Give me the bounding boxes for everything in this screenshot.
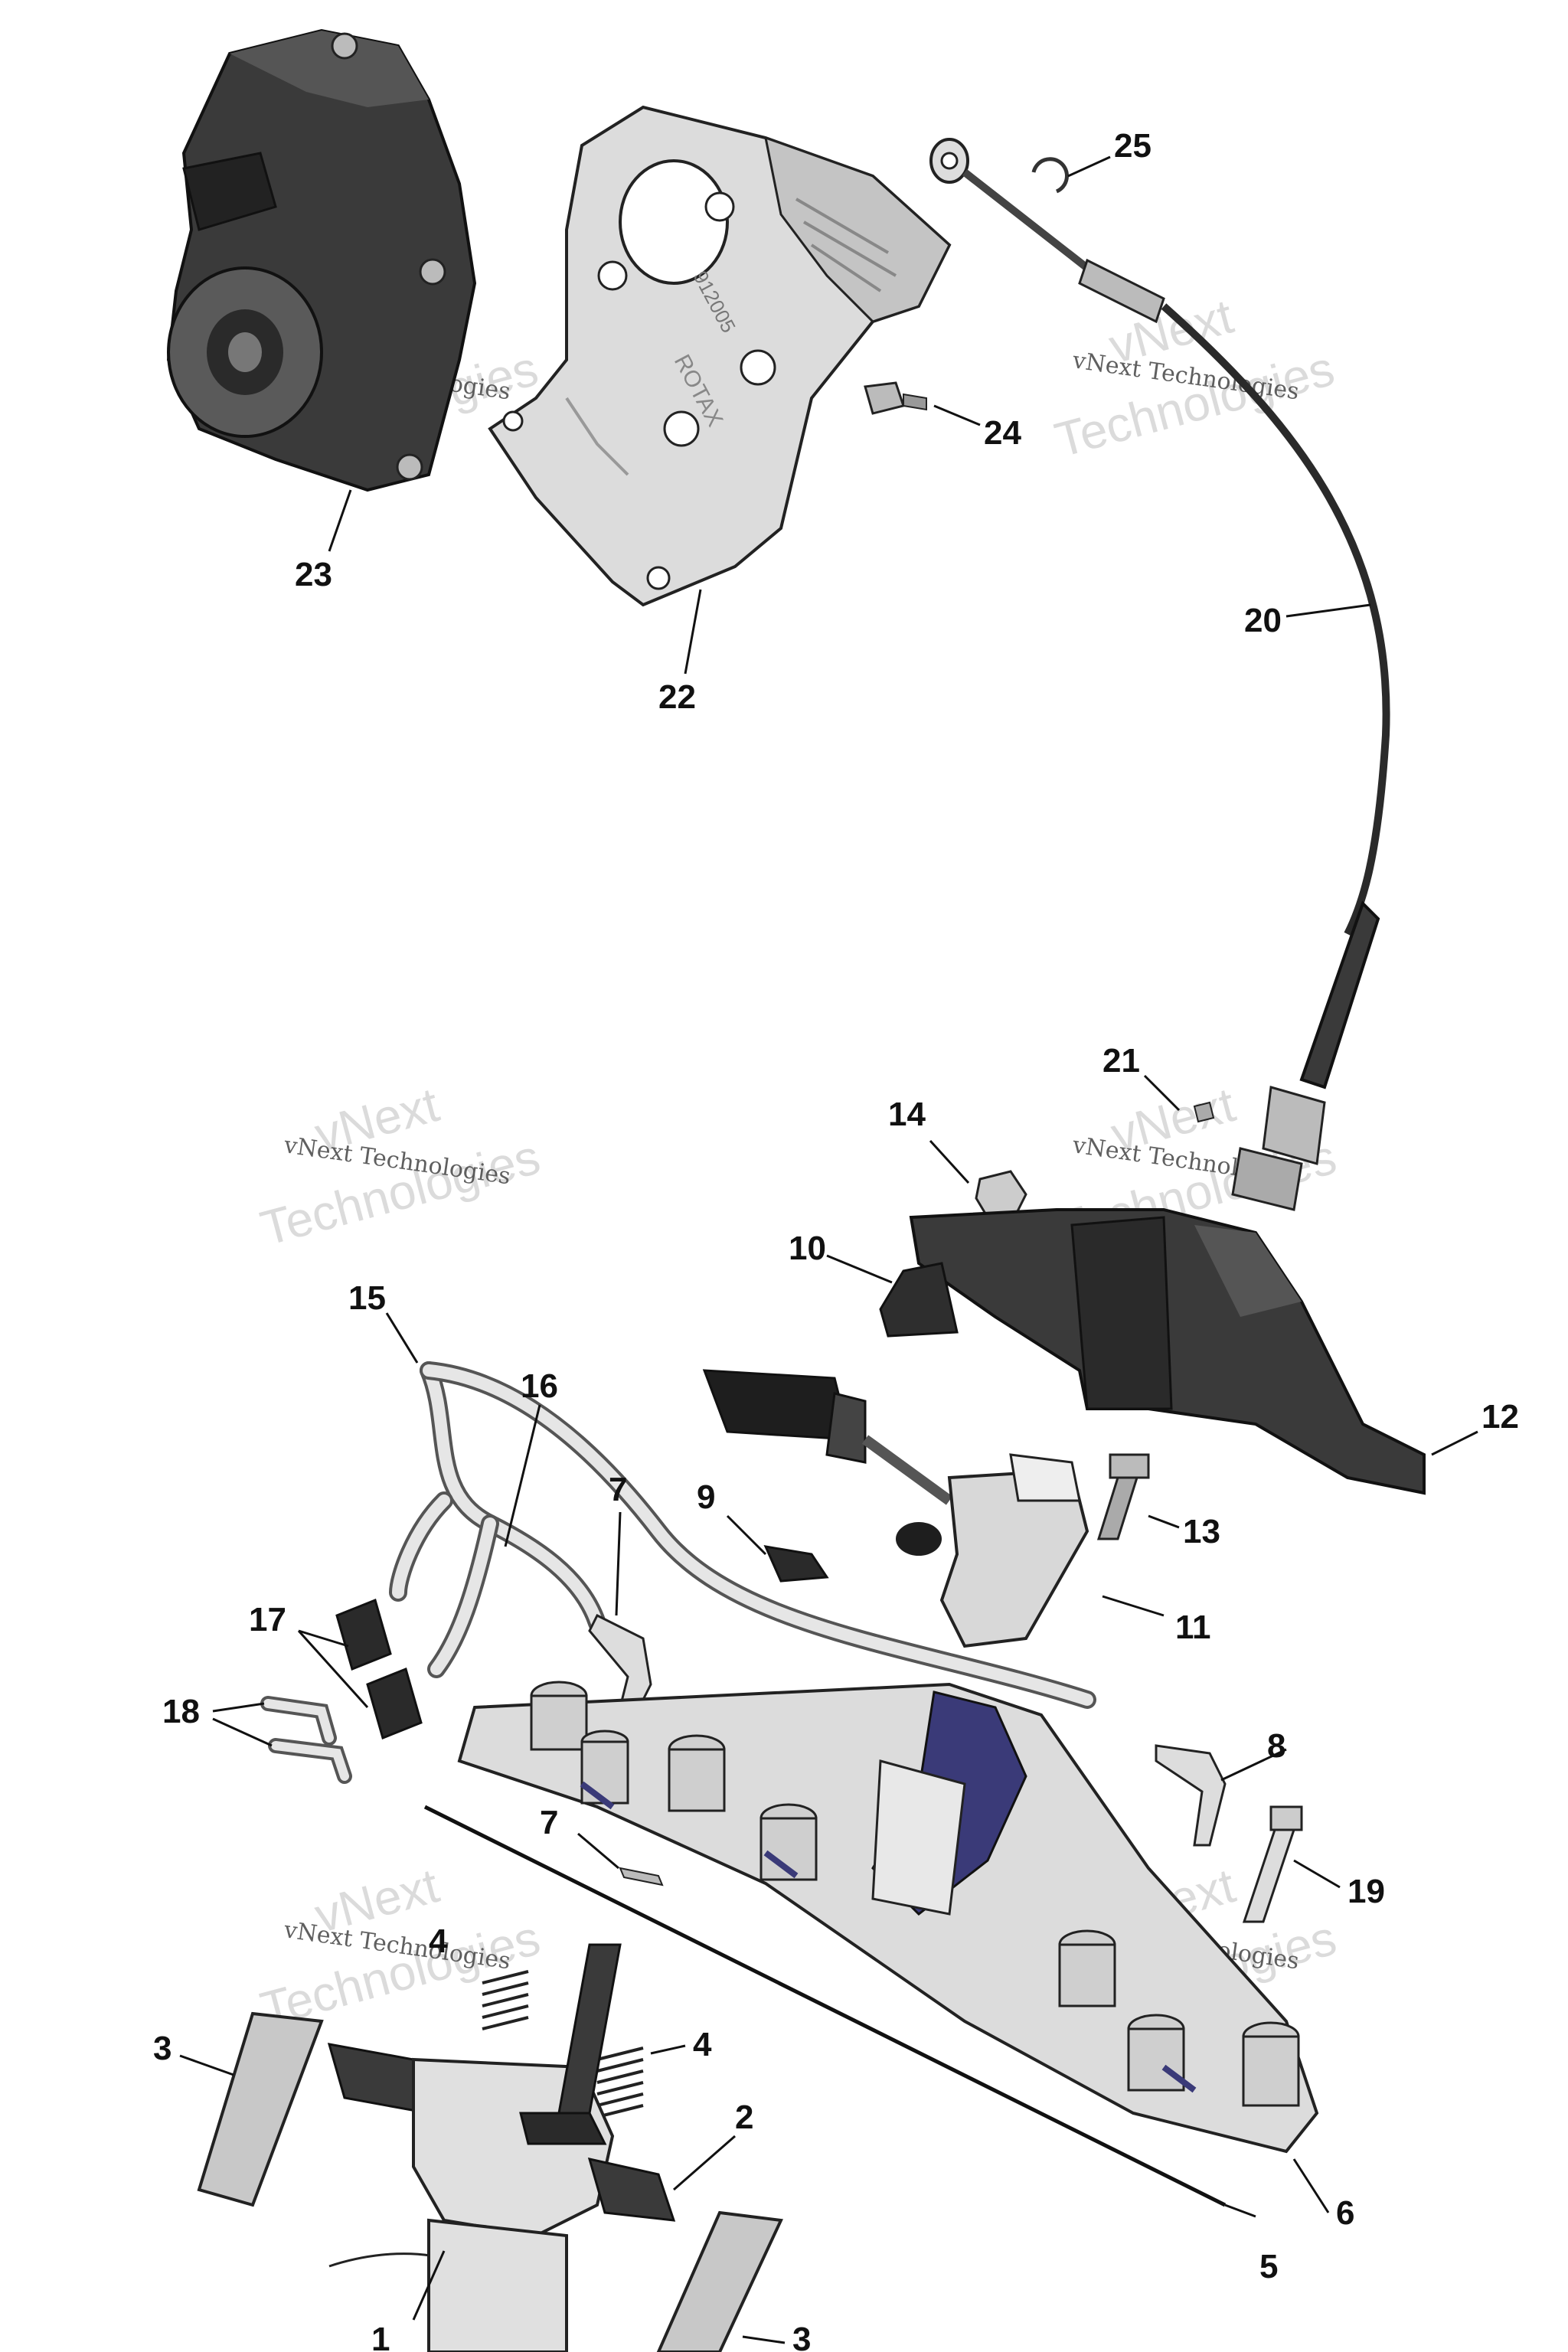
part-21-bolt — [1193, 1101, 1215, 1123]
part-24-screw — [864, 381, 927, 415]
callout-20: 20 — [1244, 602, 1282, 639]
callout-7-upper: 7 — [609, 1471, 627, 1508]
callout-7-right: 8 — [1267, 1727, 1285, 1765]
callout-3-lower: 3 — [792, 2321, 811, 2352]
part-7-fitting-right — [1155, 1744, 1227, 1847]
callout-21: 21 — [1102, 1042, 1140, 1080]
callout-11: 10 — [789, 1230, 826, 1267]
part-10-bolt — [1242, 1805, 1303, 1923]
callout-10: 19 — [1348, 1873, 1385, 1910]
callout-2: 2 — [735, 2099, 753, 2136]
callout-8: 7 — [540, 1804, 558, 1841]
leader-lines — [179, 155, 1478, 2344]
part-19-elbows — [260, 1696, 352, 1784]
callout-16: 15 — [348, 1279, 386, 1317]
part-5-gasket — [423, 1805, 1227, 2207]
callout-4-upper: 4 — [429, 1922, 448, 1960]
part-23-actuator-motor — [166, 28, 477, 492]
part-9-pad — [763, 1545, 829, 1583]
callout-labels: 25 24 23 22 20 21 14 10 12 13 11 9 15 16… — [153, 127, 1519, 2352]
callout-25: 25 — [1114, 127, 1152, 165]
part-13-lever-housing — [909, 1208, 1426, 1495]
callout-18: 17 — [249, 1601, 286, 1638]
part-22-bracket: 912005 ROTAX — [488, 105, 952, 607]
part-18-valves — [335, 1598, 423, 1740]
part-25-clip — [1031, 157, 1069, 194]
part-4-springs — [482, 1970, 644, 2118]
callout-19: 18 — [162, 1693, 200, 1730]
callout-3-upper: 3 — [153, 2030, 172, 2067]
callout-24: 24 — [984, 414, 1021, 452]
callout-14: 13 — [1183, 1513, 1220, 1550]
part-6-manifold — [457, 1681, 1319, 2154]
part-12-sensor — [702, 1369, 1089, 1648]
part-1-2-valve-assembly — [327, 1943, 676, 2352]
part-11-block — [879, 1262, 959, 1338]
callout-9: 9 — [697, 1478, 715, 1516]
callout-12: 11 — [1175, 1609, 1211, 1646]
part-8-pin — [619, 1867, 664, 1886]
part-16-17-hoses — [389, 1361, 1096, 1709]
callout-1: 1 — [371, 2321, 390, 2352]
part-14-bolt — [1096, 1453, 1150, 1540]
callout-6: 6 — [1336, 2194, 1354, 2232]
callout-17: 16 — [521, 1367, 558, 1405]
part-20-cable — [929, 138, 1390, 1211]
callout-22: 22 — [658, 678, 696, 716]
callout-5: 5 — [1259, 2248, 1278, 2285]
callout-23: 23 — [295, 556, 332, 593]
callout-15: 14 — [888, 1096, 926, 1133]
callout-4-lower: 4 — [693, 2026, 712, 2063]
part-3-pins — [197, 2011, 783, 2352]
callout-13: 12 — [1481, 1398, 1519, 1436]
